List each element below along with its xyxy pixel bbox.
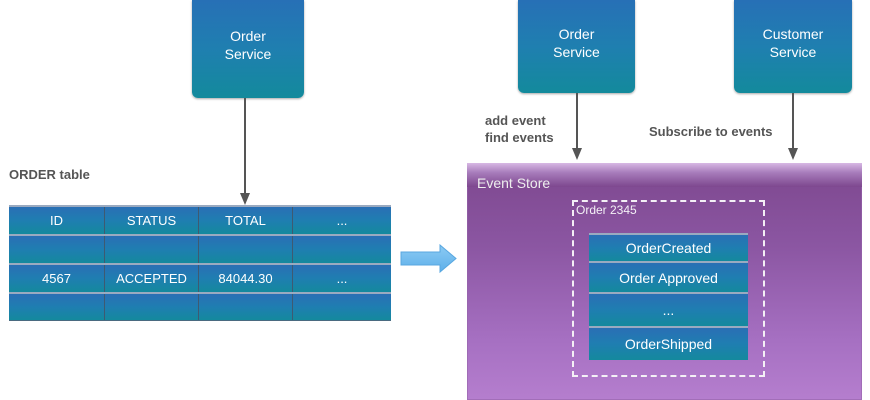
order-arrow-label: add event find events bbox=[485, 112, 554, 146]
connector-line bbox=[792, 93, 794, 149]
event-item: Order Approved bbox=[589, 261, 748, 292]
table-cell bbox=[9, 294, 105, 320]
order-arrow-label-line2: find events bbox=[485, 130, 554, 145]
arrow-down-icon bbox=[240, 193, 250, 205]
customer-arrow-label: Subscribe to events bbox=[649, 124, 773, 139]
customer-service-label-line2: Service bbox=[769, 43, 817, 60]
event-store-header bbox=[467, 163, 862, 187]
customer-service-box: Customer Service bbox=[734, 0, 852, 93]
column-header: STATUS bbox=[105, 207, 199, 234]
order-table: ID STATUS TOTAL ... 4567 ACCEPTED 84044.… bbox=[9, 205, 391, 321]
event-item: OrderCreated bbox=[589, 233, 748, 261]
table-row: 4567 ACCEPTED 84044.30 ... bbox=[9, 263, 391, 292]
event-item: ... bbox=[589, 292, 748, 326]
order-table-title: ORDER table bbox=[9, 167, 90, 182]
event-item: OrderShipped bbox=[589, 326, 748, 360]
table-cell bbox=[9, 236, 105, 263]
column-header: ... bbox=[336, 213, 348, 228]
column-header: ID bbox=[9, 207, 105, 234]
order-service-label-line1: Order bbox=[230, 28, 266, 44]
table-cell bbox=[199, 236, 293, 263]
table-cell: 4567 bbox=[9, 265, 105, 292]
table-cell bbox=[293, 236, 391, 263]
table-header-row: ID STATUS TOTAL ... bbox=[9, 205, 391, 234]
order-service-label-line1: Order bbox=[558, 25, 595, 42]
customer-service-label-line1: Customer bbox=[762, 25, 824, 42]
table-cell bbox=[105, 236, 199, 263]
table-cell: ACCEPTED bbox=[105, 265, 199, 292]
arrow-down-icon bbox=[572, 148, 582, 160]
event-list: OrderCreated Order Approved ... OrderShi… bbox=[589, 233, 748, 360]
table-cell bbox=[105, 294, 199, 320]
order-service-label-line2: Service bbox=[553, 43, 600, 60]
transition-arrow-icon bbox=[400, 244, 457, 274]
table-row bbox=[9, 292, 391, 321]
order-service-box-left: Order Service bbox=[192, 0, 304, 98]
connector-line bbox=[576, 93, 578, 149]
aggregate-title: Order 2345 bbox=[576, 203, 637, 217]
table-cell bbox=[293, 294, 391, 320]
column-header: TOTAL bbox=[199, 207, 293, 234]
connector-line bbox=[244, 98, 246, 194]
order-service-label-line2: Service bbox=[224, 46, 272, 62]
event-store-title: Event Store bbox=[477, 175, 551, 191]
table-row bbox=[9, 234, 391, 263]
table-cell bbox=[199, 294, 293, 320]
aggregate-boundary: Order 2345 bbox=[572, 200, 765, 377]
table-cell: 84044.30 bbox=[199, 265, 293, 292]
table-cell: ... bbox=[336, 271, 348, 286]
arrow-down-icon bbox=[788, 148, 798, 160]
order-service-box-right: Order Service bbox=[518, 0, 635, 93]
order-arrow-label-line1: add event bbox=[485, 113, 546, 128]
event-store: Event Store Order 2345 OrderCreated Orde… bbox=[467, 163, 862, 400]
